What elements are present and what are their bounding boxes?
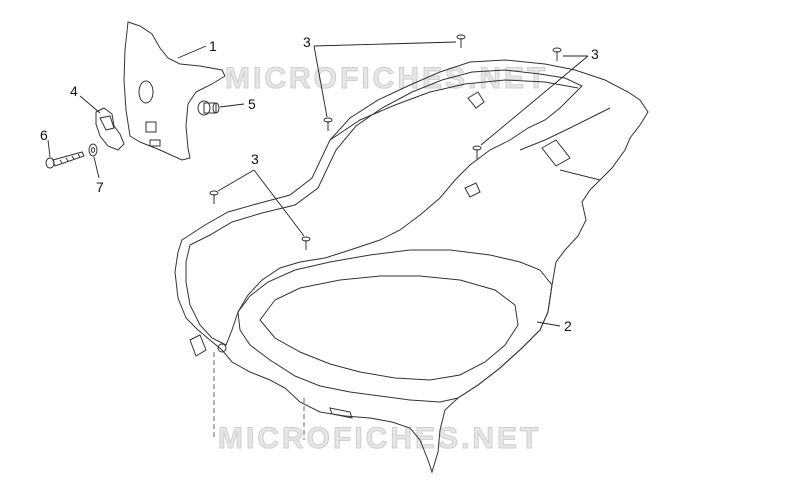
screw-left-lower	[301, 236, 311, 250]
bolt	[45, 151, 85, 169]
plug-grommet	[197, 100, 220, 116]
screw-top-center	[456, 34, 466, 48]
leader-lines	[47, 41, 589, 327]
callout-6: 6	[40, 127, 48, 143]
callout-3-left: 3	[251, 151, 259, 167]
watermark-top: MICROFICHES.NET	[225, 62, 548, 95]
screw-top-right	[552, 47, 562, 61]
screw-top-left	[323, 117, 333, 131]
callout-3-top-center: 3	[303, 34, 311, 50]
screw-mid-right	[472, 145, 482, 159]
rear-body-shell	[174, 59, 649, 474]
callout-2: 2	[564, 318, 572, 334]
callout-1: 1	[209, 38, 217, 54]
callout-4: 4	[70, 83, 78, 99]
side-bracket-panel	[123, 21, 226, 161]
screw-left-upper	[209, 190, 219, 204]
callout-7: 7	[96, 179, 104, 195]
watermark-bottom: MICROFICHES.NET	[218, 422, 541, 455]
callout-3-top-right: 3	[591, 46, 599, 62]
callout-5: 5	[248, 96, 256, 112]
washer	[88, 143, 98, 157]
curved-pad	[95, 107, 125, 151]
